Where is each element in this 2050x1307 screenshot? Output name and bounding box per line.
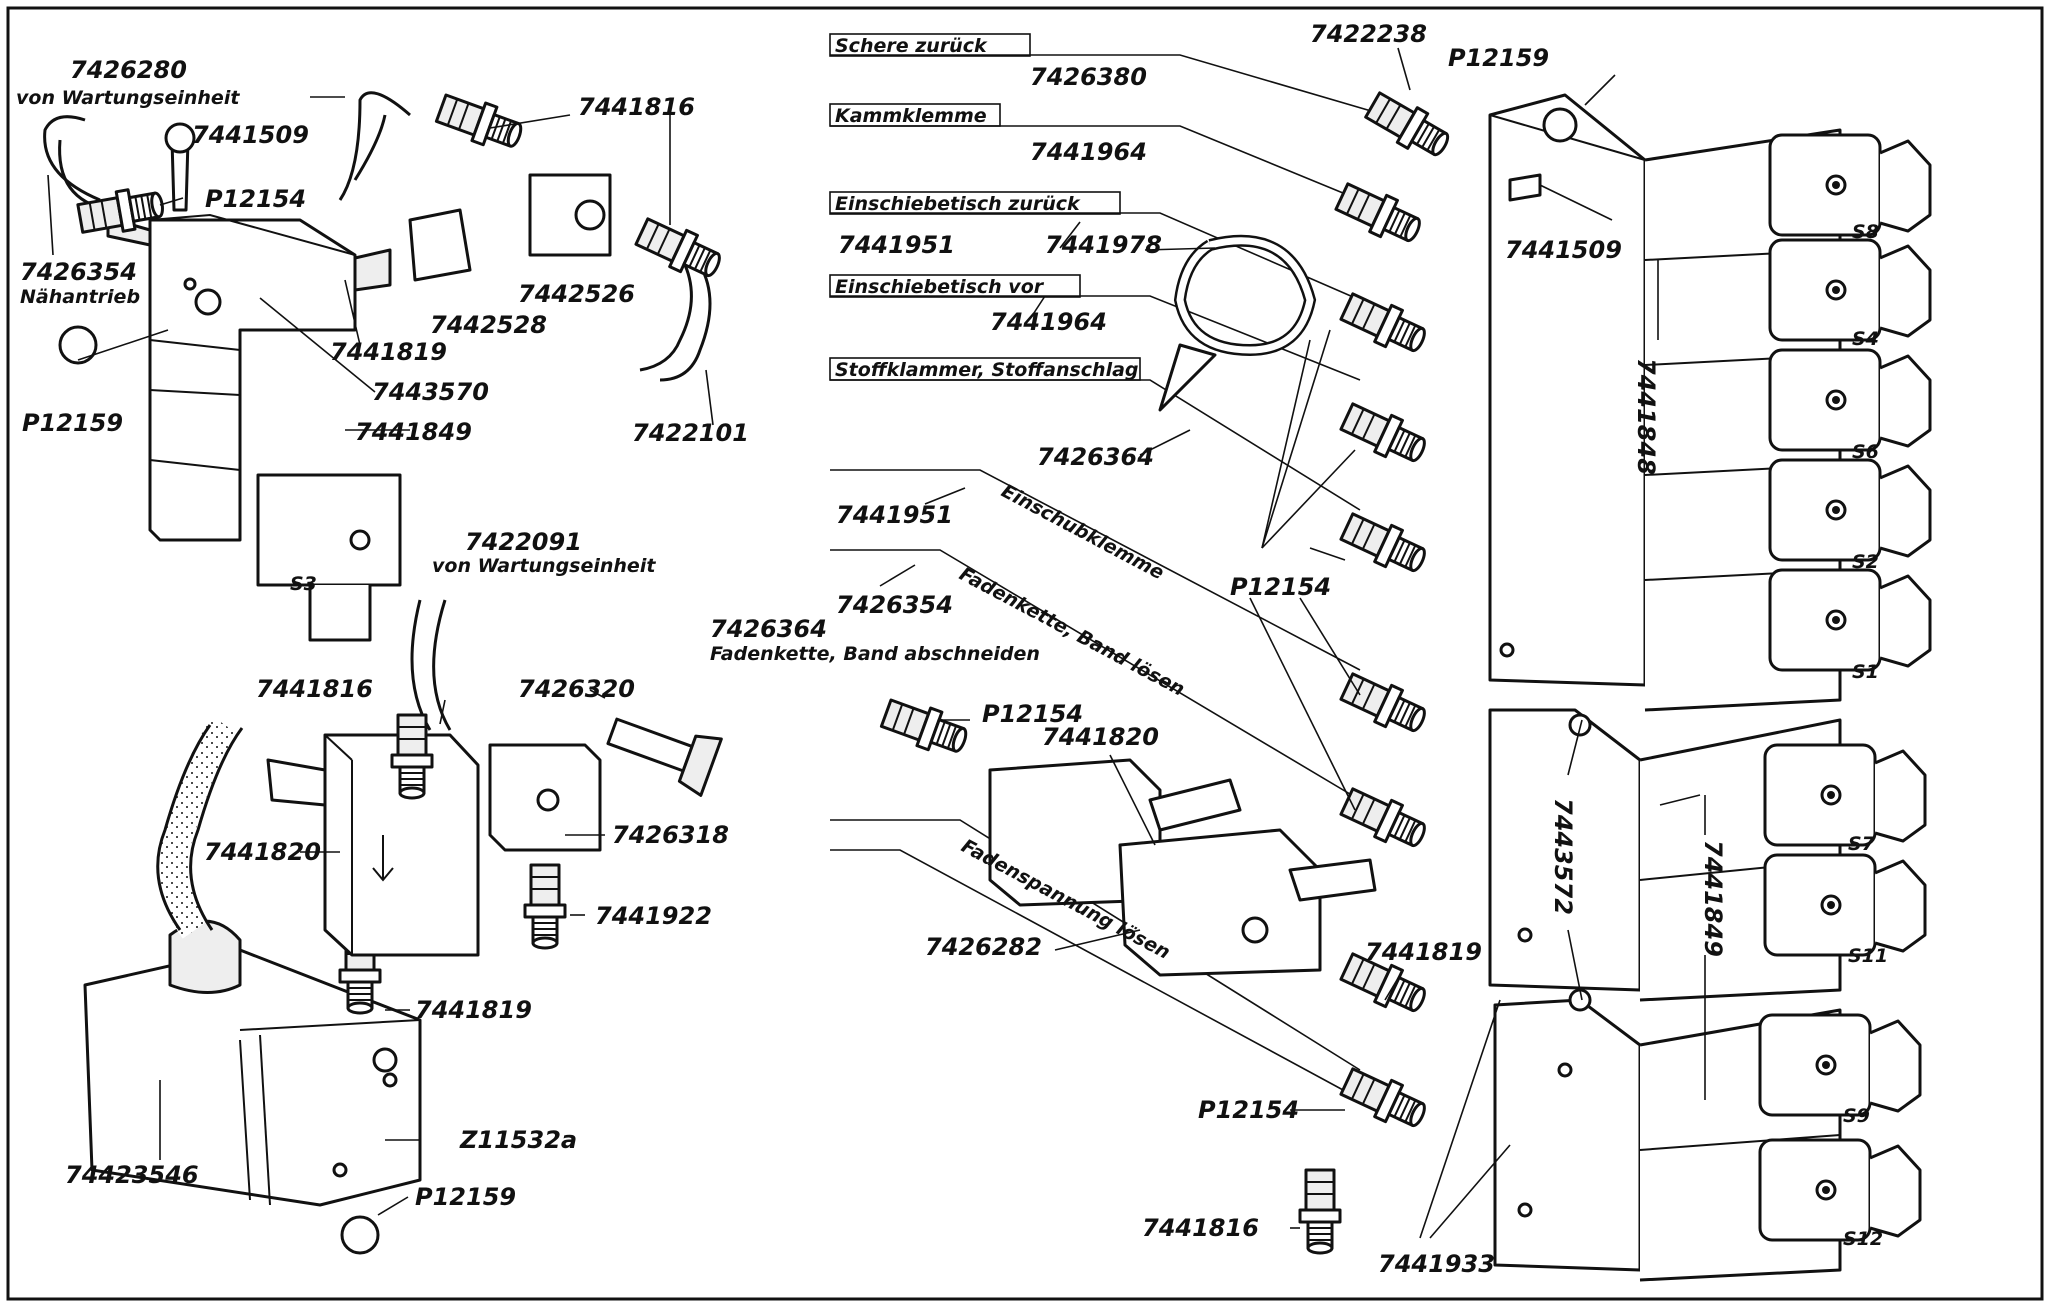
- fitting-7441816-b: [631, 211, 728, 287]
- fitting-7441922: [523, 863, 567, 950]
- label-7441820-b: 7441820: [1042, 723, 1159, 751]
- plug-s7: [1763, 743, 1927, 847]
- plug-s12: [1758, 1138, 1922, 1242]
- label-p12159-c: P12159: [1448, 44, 1549, 72]
- label-7426364-a: 7426364: [1037, 443, 1154, 471]
- label-p12154-d: P12154: [1198, 1096, 1299, 1124]
- label-7442528: 7442528: [430, 311, 547, 339]
- hose-7422101: [659, 264, 712, 382]
- label-s2: S2: [1852, 551, 1879, 573]
- label-7441849-b: 7441849: [1699, 840, 1727, 957]
- drawing-frame: [6, 6, 2044, 1301]
- label-7441816-c: 7441816: [1142, 1214, 1259, 1242]
- label-7441819-b: 7441819: [415, 996, 532, 1024]
- leader-lines: [47, 47, 1706, 1239]
- label-einschubklemme: Einschubklemme: [998, 480, 1168, 584]
- label-fadenkette-band-loesen: Fadenkette, Band lösen: [956, 563, 1189, 701]
- label-einschiebetisch-vor: Einschiebetisch vor: [835, 276, 1045, 298]
- plug-s9: [1758, 1013, 1922, 1117]
- fitting-7422238: [1361, 86, 1457, 166]
- label-p12154-c: P12154: [1230, 573, 1331, 601]
- label-s9: S9: [1843, 1105, 1870, 1127]
- plug-s6: [1768, 348, 1932, 452]
- label-schere-zurueck: Schere zurück: [835, 35, 988, 57]
- label-naehantrieb: Nähantrieb: [20, 286, 140, 308]
- label-7441848: 7441848: [1632, 358, 1660, 475]
- label-7441951-b: 7441951: [836, 501, 953, 529]
- label-7422238: 7422238: [1310, 20, 1427, 48]
- plug-s1: [1768, 568, 1932, 672]
- label-7426380: 7426380: [1030, 63, 1147, 91]
- label-7426364-b: 7426364: [710, 615, 827, 643]
- hose-7422091: [410, 599, 432, 731]
- label-7441964-b: 7441964: [990, 308, 1107, 336]
- label-7422101: 7422101: [632, 419, 749, 447]
- label-7441922: 7441922: [595, 902, 712, 930]
- label-s7: S7: [1848, 833, 1876, 855]
- cable-tie-7441978: [1158, 234, 1317, 412]
- label-s3: S3: [290, 573, 317, 595]
- label-7441978: 7441978: [1045, 231, 1162, 259]
- valve-assembly-top-left: [58, 122, 402, 642]
- label-z11532a: Z11532a: [459, 1126, 577, 1154]
- label-7441509-b: 7441509: [1505, 236, 1622, 264]
- label-7441849-a: 7441849: [355, 418, 472, 446]
- label-7441964-a: 7441964: [1030, 138, 1147, 166]
- label-von-wartungseinheit-1: von Wartungseinheit: [16, 87, 240, 109]
- label-7441820-a: 7441820: [204, 838, 321, 866]
- label-7422091: 7422091: [465, 528, 582, 556]
- label-fadenkette-band-abschneiden: Fadenkette, Band abschneiden: [710, 643, 1040, 665]
- hose-7426280: [338, 91, 411, 201]
- label-von-wartungseinheit-2: von Wartungseinheit: [432, 555, 656, 577]
- label-7426280: 7426280: [70, 56, 187, 84]
- label-7441816-a: 7441816: [578, 93, 695, 121]
- label-7441819-a: 7441819: [330, 338, 447, 366]
- label-7426354-b: 7426354: [836, 591, 953, 619]
- label-s12: S12: [1843, 1228, 1883, 1250]
- label-74423546: 74423546: [65, 1161, 199, 1189]
- label-7441509-a: 7441509: [192, 121, 309, 149]
- label-stoffklammer: Stoffklammer, Stoffanschlag: [835, 359, 1139, 381]
- label-7443570: 7443570: [372, 378, 489, 406]
- label-7441951-a: 7441951: [838, 231, 955, 259]
- fitting-7441816-top: [432, 87, 528, 157]
- label-s6: S6: [1852, 441, 1879, 463]
- label-7426318: 7426318: [612, 821, 729, 849]
- label-einschiebetisch-zurueck: Einschiebetisch zurück: [835, 193, 1081, 215]
- plug-s8: [1768, 133, 1932, 237]
- label-7426354-a: 7426354: [20, 258, 137, 286]
- hose-7426354: [43, 115, 101, 202]
- plug-s2: [1768, 458, 1932, 562]
- plug-s4: [1768, 238, 1932, 342]
- label-s11: S11: [1848, 945, 1888, 967]
- fitting-r2: [1331, 176, 1428, 252]
- valve-assembly-bottom-left: [83, 716, 422, 1255]
- label-7443572: 7443572: [1549, 798, 1577, 915]
- label-p12154-b: P12154: [982, 700, 1083, 728]
- plug-s11: [1763, 853, 1927, 957]
- label-7441933: 7441933: [1378, 1250, 1495, 1278]
- valve-7441820-left: [266, 733, 480, 957]
- label-7426282: 7426282: [925, 933, 1042, 961]
- label-p12154-a: P12154: [205, 185, 306, 213]
- fitting-7441816-bottom: [1298, 1168, 1342, 1255]
- label-s4: S4: [1852, 328, 1879, 350]
- fitting-p12154-mid: [877, 692, 973, 762]
- screw-7426320: [606, 717, 723, 797]
- label-7442526: 7442526: [518, 280, 635, 308]
- label-7441816-b: 7441816: [256, 675, 373, 703]
- label-p12159-a: P12159: [22, 409, 123, 437]
- label-s1: S1: [1852, 661, 1879, 683]
- label-s8: S8: [1852, 221, 1879, 243]
- label-kammklemme: Kammklemme: [835, 105, 987, 127]
- fitting-p12154-bottom: [1336, 1061, 1433, 1137]
- nut-7442528: [408, 208, 472, 282]
- valve-7441820-mid: [988, 758, 1377, 977]
- label-7441819-c: 7441819: [1365, 938, 1482, 966]
- label-7426320: 7426320: [518, 675, 635, 703]
- label-p12159-b: P12159: [415, 1183, 516, 1211]
